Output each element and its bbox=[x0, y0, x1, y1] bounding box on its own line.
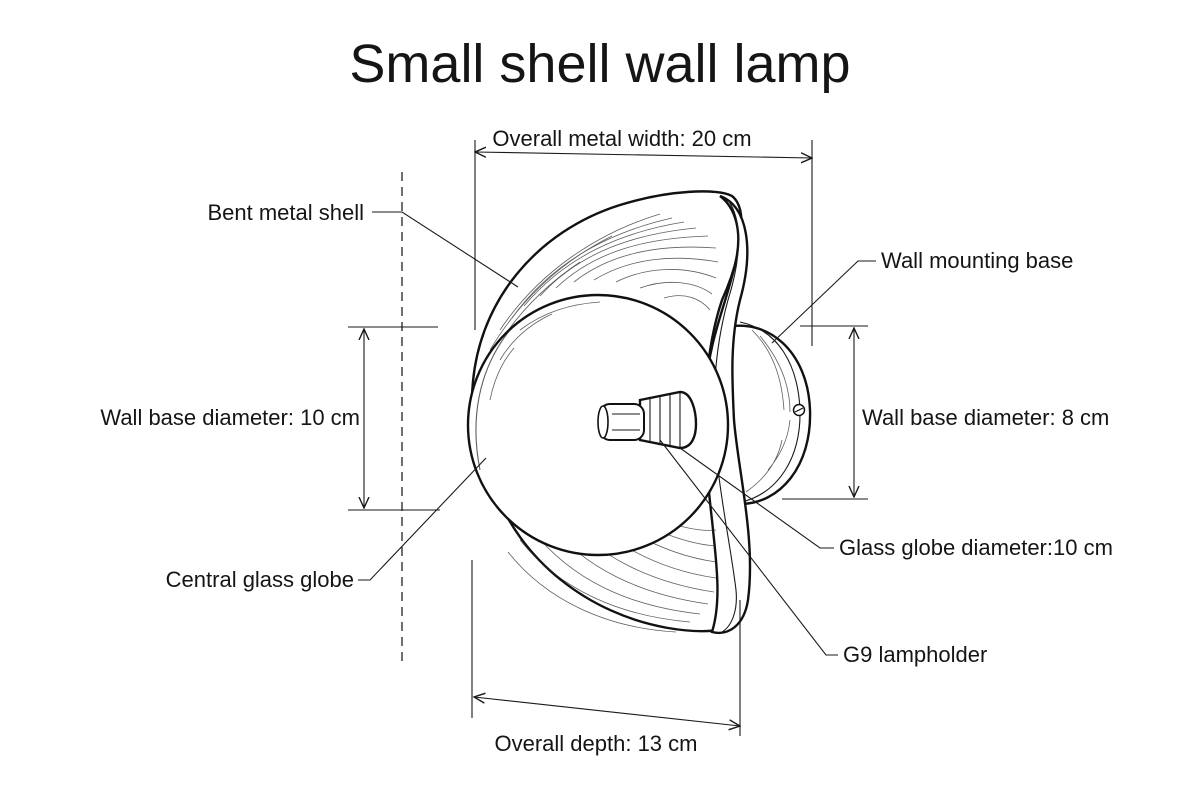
callout-bent-metal-shell: Bent metal shell bbox=[207, 200, 519, 288]
dimension-wall-base-diameter-right: Wall base diameter: 8 cm bbox=[782, 325, 1109, 500]
dimension-wall-base-diameter-left: Wall base diameter: 10 cm bbox=[100, 326, 440, 511]
label-wall-mounting-base: Wall mounting base bbox=[881, 248, 1073, 273]
callout-central-glass-globe: Central glass globe bbox=[166, 457, 487, 592]
page-title: Small shell wall lamp bbox=[349, 34, 850, 94]
label-wall-base-diameter-right: Wall base diameter: 8 cm bbox=[862, 405, 1109, 430]
callout-glass-globe-diameter: Glass globe diameter:10 cm bbox=[679, 447, 1113, 560]
wall-mounting-base bbox=[720, 321, 812, 506]
dimension-overall-depth: Overall depth: 13 cm bbox=[471, 560, 740, 756]
label-overall-depth: Overall depth: 13 cm bbox=[495, 731, 698, 756]
callout-wall-mounting-base: Wall mounting base bbox=[771, 248, 1073, 344]
label-bent-metal-shell: Bent metal shell bbox=[207, 200, 364, 225]
dimension-overall-metal-width: Overall metal width: 20 cm bbox=[475, 126, 812, 346]
lamp-illustration bbox=[466, 190, 812, 635]
g9-lampholder bbox=[597, 390, 698, 450]
label-wall-base-diameter-left: Wall base diameter: 10 cm bbox=[100, 405, 360, 430]
label-central-glass-globe: Central glass globe bbox=[166, 567, 354, 592]
label-overall-metal-width: Overall metal width: 20 cm bbox=[492, 126, 751, 151]
label-glass-globe-diameter: Glass globe diameter:10 cm bbox=[839, 535, 1113, 560]
callout-g9-lampholder: G9 lampholder bbox=[659, 439, 987, 667]
label-g9-lampholder: G9 lampholder bbox=[843, 642, 987, 667]
